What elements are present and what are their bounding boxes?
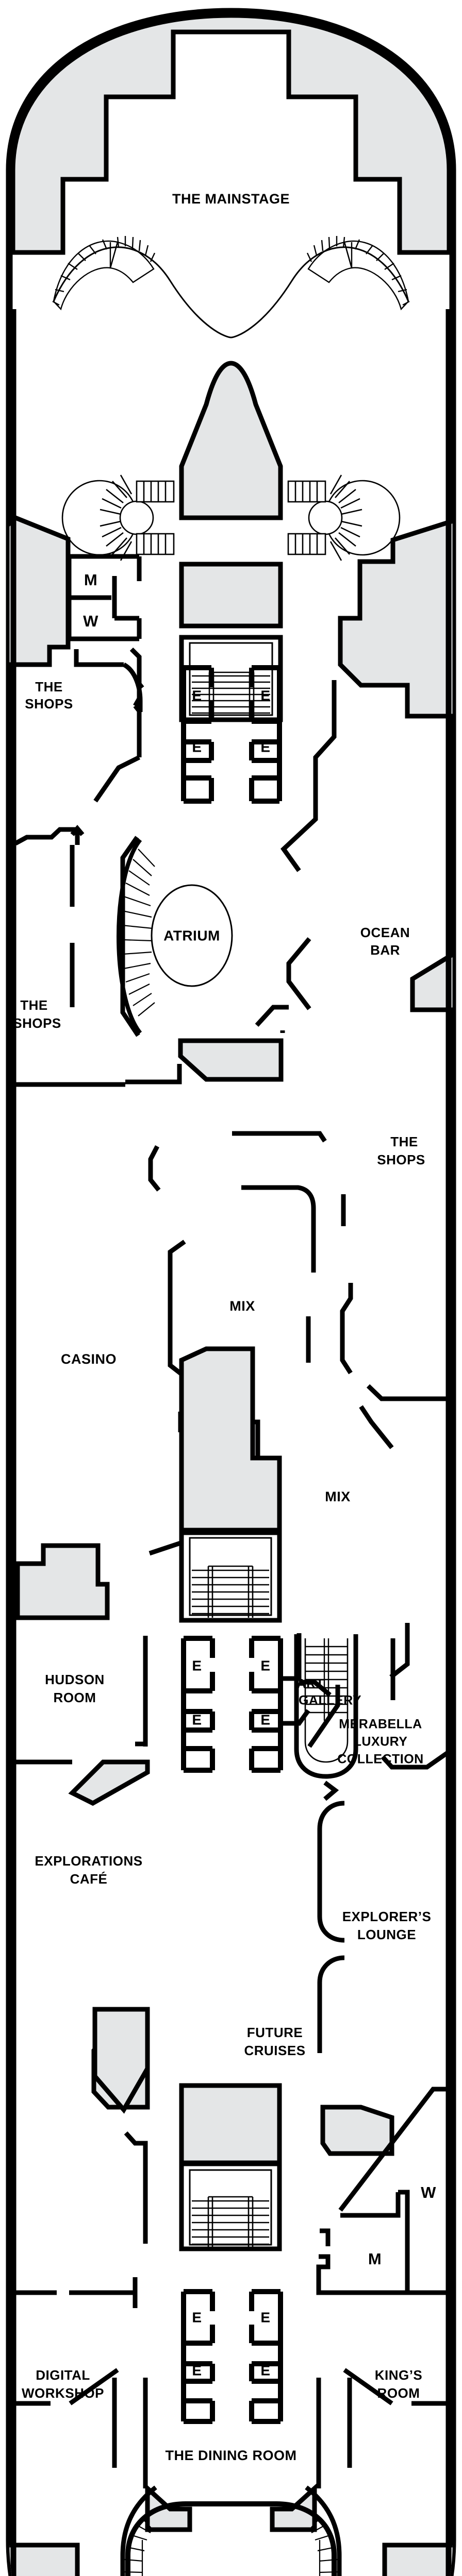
aft-stairwell: [179, 2083, 282, 2251]
mainstage-stage-curve: [53, 246, 409, 338]
label-dining-room: THE DINING ROOM: [166, 2448, 297, 2463]
atrium-void: [151, 884, 233, 987]
explorations-cafe-walls: [12, 2131, 148, 2308]
forward-stairwell: [179, 635, 283, 722]
label-art-gallery-line2: GALLERY: [299, 1693, 361, 1708]
midship-diagonal-wall: [148, 1540, 182, 1556]
label-shops-1-line2: SHOPS: [25, 696, 73, 711]
label-digital-line1: DIGITAL: [36, 2367, 90, 2383]
port-upper-gray-block: [9, 515, 71, 667]
mainstage-seating-right: [306, 236, 410, 311]
restroom-women-label: W: [83, 612, 98, 630]
aft-lounge-partitions: [112, 2378, 352, 2488]
elevator-label: E: [260, 1657, 270, 1673]
label-shops-2-line1: THE: [20, 997, 48, 1013]
elevator-label: E: [260, 1711, 270, 1727]
inner-hull-walls: [10, 309, 452, 2576]
elevator-label: E: [260, 687, 270, 703]
label-kings-line1: KING’S: [375, 2367, 423, 2383]
elevator-label: E: [192, 1657, 202, 1673]
aft-starboard-gray-wedge: [320, 2105, 394, 2156]
restroom-women-label: W: [421, 2183, 436, 2201]
elevator-label: E: [260, 2309, 270, 2325]
label-explorers-line1: EXPLORER’S: [342, 1909, 432, 1924]
label-future-cruises-line2: CRUISES: [244, 2043, 305, 2058]
merabella-walls: [381, 1623, 453, 1770]
label-explorations-line1: EXPLORATIONS: [35, 1853, 142, 1869]
label-shops-1-line1: THE: [35, 679, 63, 694]
label-merabella-line2: LUXURY: [354, 1735, 408, 1749]
label-future-cruises-line1: FUTURE: [247, 2025, 303, 2040]
label-merabella-line1: MERABELLA: [339, 1717, 422, 1732]
elevator-label: E: [260, 2362, 270, 2378]
elevator-label: E: [192, 687, 202, 703]
label-merabella-line3: COLLECTION: [337, 1752, 424, 1767]
venue-labels: THE MAINSTAGE THE SHOPS ATRIUM OCEAN BAR…: [13, 191, 431, 2463]
label-hudson-line2: ROOM: [54, 1690, 96, 1705]
label-hudson-line1: HUDSON: [45, 1672, 105, 1687]
mainstage-seating-left: [52, 236, 156, 311]
restroom-men-label: M: [368, 2250, 382, 2268]
label-art-gallery-line1: ART: [297, 1677, 324, 1691]
forward-port-spiral-stair: [61, 474, 175, 561]
casino-mix-partitions: [148, 1131, 453, 1432]
label-mainstage: THE MAINSTAGE: [172, 191, 290, 207]
art-gallery-walls: [278, 1633, 340, 1801]
restroom-block-forward: [67, 554, 142, 641]
forward-lounge-wedge: [179, 361, 283, 520]
atrium-grand-stair: [117, 836, 155, 1037]
label-casino: CASINO: [61, 1351, 117, 1367]
midship-gray-column: [179, 1346, 282, 1533]
label-shops-2-line2: SHOPS: [13, 1015, 61, 1031]
gray-sliver-port: [68, 1759, 150, 1806]
label-explorations-line2: CAFÉ: [70, 1871, 108, 1887]
forward-starboard-spiral-stair: [287, 474, 401, 561]
aft-port-gray-wedge: [92, 2007, 150, 2114]
mainstage-balcony: [10, 13, 452, 255]
forward-service-block: [179, 562, 283, 629]
elevator-label: E: [192, 2309, 202, 2325]
label-digital-line2: WORKSHOP: [22, 2385, 104, 2401]
label-shops-3-line2: SHOPS: [377, 1152, 425, 1167]
label-atrium: ATRIUM: [163, 927, 220, 943]
label-ocean-bar-line2: BAR: [370, 942, 400, 958]
label-kings-line2: ROOM: [377, 2385, 420, 2401]
aft-diagonal-walls: [12, 2368, 450, 2406]
label-mix-upper: MIX: [229, 1298, 255, 1314]
shops-enclosure-forward: [14, 647, 142, 1007]
label-mix-lower: MIX: [325, 1489, 351, 1504]
elevator-bank-aft: [181, 2289, 283, 2424]
dining-room-shape: [120, 2485, 342, 2576]
label-explorers-line2: LOUNGE: [357, 1927, 416, 1942]
elevator-label: E: [192, 2362, 202, 2378]
label-shops-3-line1: THE: [390, 1134, 418, 1149]
gray-wedge-midship: [178, 1038, 284, 1082]
partition-walls-midship: [12, 680, 337, 1087]
explorers-lounge-walls: [317, 1801, 345, 2053]
elevator-label: E: [260, 739, 270, 755]
label-ocean-bar-line1: OCEAN: [360, 925, 410, 940]
hudson-room-gray-block: [15, 1543, 110, 1620]
elevator-label: E: [192, 739, 202, 755]
starboard-upper-gray-block: [338, 517, 453, 719]
elevator-label: E: [192, 1711, 202, 1727]
art-gallery-stair: [294, 1634, 358, 1779]
aft-gray-wedges: [145, 2483, 317, 2532]
elevator-bank-forward: [181, 665, 282, 804]
elevator-bank-midship: [181, 1636, 283, 1773]
hudson-room-walls: [12, 1405, 395, 1765]
midship-stairwell: [179, 1530, 282, 1623]
restroom-men-label: M: [84, 571, 97, 589]
